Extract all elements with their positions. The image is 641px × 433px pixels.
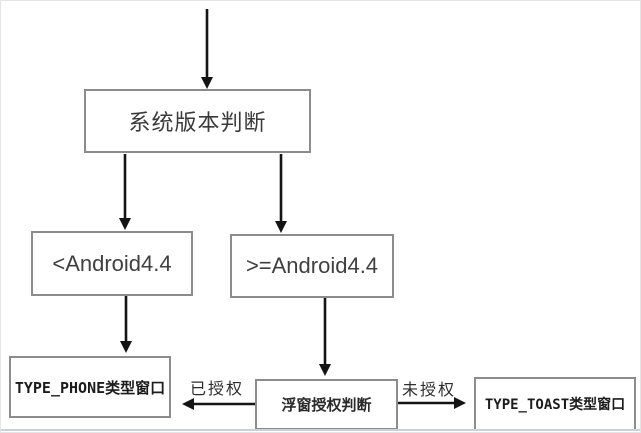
node-system-version-check: 系统版本判断 xyxy=(84,89,311,153)
arrow-system-version-to-gte-android xyxy=(275,154,287,233)
arrow-start-to-system-version xyxy=(201,9,213,89)
edge-label-unauthorized: 未授权 xyxy=(402,382,457,399)
bottom-border-line xyxy=(1,429,640,431)
node-lt-android44: <Android4.4 xyxy=(31,231,193,296)
edge-label-authorized: 已授权 xyxy=(190,381,245,398)
arrow-system-version-to-lt-android xyxy=(119,154,131,230)
node-float-permission-check: 浮窗授权判断 xyxy=(255,379,398,430)
node-type-toast-window: TYPE_TOAST类型窗口 xyxy=(474,377,636,431)
node-gte-android44: >=Android4.4 xyxy=(230,234,394,298)
arrow-float-permission-to-type-phone xyxy=(182,398,255,410)
node-type-phone-window: TYPE_PHONE类型窗口 xyxy=(9,356,171,418)
arrow-lt-android-to-type-phone xyxy=(120,296,132,353)
arrow-gte-android-to-float-permission xyxy=(319,298,331,376)
